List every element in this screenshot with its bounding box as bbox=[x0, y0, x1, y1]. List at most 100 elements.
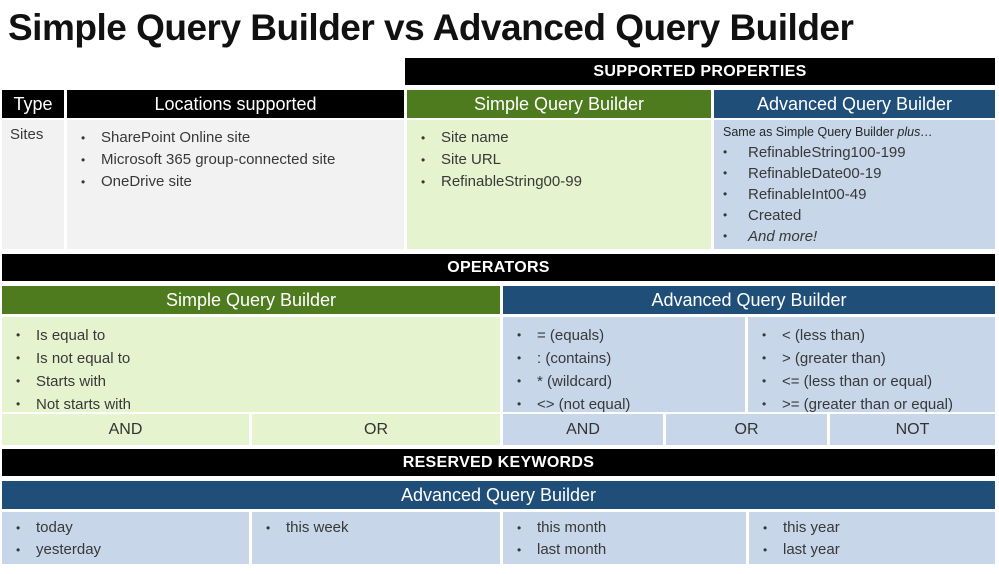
list-item-text: Microsoft 365 group-connected site bbox=[101, 151, 336, 168]
list-item: • SharePoint Online site bbox=[81, 127, 400, 149]
header-type-label: Type bbox=[13, 93, 53, 114]
list-item-text: >= (greater than or equal) bbox=[782, 396, 953, 413]
bullet-icon: • bbox=[723, 208, 728, 222]
list-item-text: Site URL bbox=[441, 151, 502, 168]
cell-keywords-month: • this month • last month bbox=[503, 512, 746, 564]
list-item-text: last year bbox=[783, 541, 840, 558]
list-item: • = (equals) bbox=[517, 324, 741, 347]
bullet-icon: • bbox=[723, 229, 728, 243]
list-item-text: this month bbox=[537, 519, 607, 536]
operators-header-simple: Simple Query Builder bbox=[2, 286, 500, 314]
bullet-icon: • bbox=[517, 374, 522, 388]
supported-properties-content-row: Sites • SharePoint Online site • Microsoft … bbox=[2, 120, 995, 249]
bullet-icon: • bbox=[16, 351, 21, 365]
list-item-text: <= (less than or equal) bbox=[782, 373, 933, 390]
list-item: • Not starts with bbox=[16, 393, 496, 416]
list-item: •today bbox=[16, 517, 245, 539]
list-item: •RefinableInt00-49 bbox=[723, 184, 991, 205]
bullet-icon: • bbox=[762, 397, 767, 411]
bullet-icon: • bbox=[421, 153, 426, 167]
bullet-icon: • bbox=[763, 543, 768, 557]
list-item: •Starts with bbox=[16, 370, 496, 393]
logic-operators-row: AND OR AND OR NOT bbox=[2, 414, 995, 445]
list-item: • Site URL bbox=[421, 149, 707, 171]
bullet-icon: • bbox=[517, 351, 522, 365]
advanced-logic-and: AND bbox=[503, 414, 663, 445]
reserved-keywords-header-advanced: Advanced Query Builder bbox=[2, 481, 995, 509]
bullet-icon: • bbox=[81, 175, 86, 189]
list-item: • Site name bbox=[421, 127, 707, 149]
bullet-icon: • bbox=[517, 397, 522, 411]
list-item-text: > (greater than) bbox=[782, 350, 886, 367]
bullet-icon: • bbox=[16, 543, 21, 557]
list-item: • last month bbox=[517, 539, 742, 561]
list-item: • this month bbox=[517, 517, 742, 539]
bullet-icon: • bbox=[81, 131, 86, 145]
list-item: • RefinableString00-99 bbox=[421, 171, 707, 193]
bullet-icon: • bbox=[517, 543, 522, 557]
list-item-text: Is not equal to bbox=[36, 350, 131, 367]
list-item: • And more! bbox=[723, 226, 991, 247]
list-item: •yesterday bbox=[16, 539, 245, 561]
header-advanced-label: Advanced Query Builder bbox=[756, 93, 953, 114]
list-item-text: Starts with bbox=[36, 373, 107, 390]
list-item: •> (greater than) bbox=[762, 347, 991, 370]
logic-label: AND bbox=[108, 420, 143, 438]
bullet-icon: • bbox=[723, 187, 728, 201]
list-item: •Is equal to bbox=[16, 324, 496, 347]
header-simple-label: Simple Query Builder bbox=[473, 93, 645, 114]
intro-italic: plus… bbox=[897, 125, 933, 139]
reserved-keywords-header-label: Advanced Query Builder bbox=[400, 484, 597, 505]
logic-label: AND bbox=[566, 420, 600, 438]
section-bar-label: RESERVED KEYWORDS bbox=[402, 453, 595, 471]
bullet-icon: • bbox=[16, 397, 21, 411]
operators-simple-label: Simple Query Builder bbox=[165, 289, 337, 310]
header-advanced-query-builder: Advanced Query Builder bbox=[714, 90, 995, 118]
list-item-text: * (wildcard) bbox=[537, 373, 613, 390]
list-item: •<> (not equal) bbox=[517, 393, 741, 416]
reserved-keywords-content-row: •today•yesterday •this week •this month•… bbox=[2, 512, 995, 564]
bullet-icon: • bbox=[16, 328, 21, 342]
simple-logic-and: AND bbox=[2, 414, 249, 445]
list-item: • <= (less than or equal) bbox=[762, 370, 991, 393]
advanced-properties-items: •RefinableString100-199•RefinableDate00-… bbox=[723, 142, 991, 226]
advanced-properties-intro: Same as Simple Query Builder plus… bbox=[723, 124, 991, 141]
list-item-text: < (less than) bbox=[782, 327, 865, 344]
bullet-icon: • bbox=[16, 521, 21, 535]
list-item: •RefinableDate00-19 bbox=[723, 163, 991, 184]
list-item-text: = (equals) bbox=[537, 327, 605, 344]
list-item: • OneDrive site bbox=[81, 171, 400, 193]
operators-content-row: •Is equal to•Is not equal to•Starts with… bbox=[2, 317, 995, 413]
bullet-icon: • bbox=[421, 175, 426, 189]
logic-label: OR bbox=[734, 420, 759, 438]
section-bar-label: SUPPORTED PROPERTIES bbox=[593, 62, 807, 80]
bullet-icon: • bbox=[723, 166, 728, 180]
list-item-text: OneDrive site bbox=[101, 173, 192, 190]
cell-type-sites: Sites bbox=[2, 120, 64, 249]
header-locations-supported: Locations supported bbox=[67, 90, 404, 118]
list-item: • Is not equal to bbox=[16, 347, 496, 370]
list-item-text: last month bbox=[537, 541, 607, 558]
header-type: Type bbox=[2, 90, 64, 118]
cell-simple-properties-list: • Site name • Site URL • RefinableString00-99 bbox=[407, 120, 711, 249]
cell-simple-operators: •Is equal to•Is not equal to•Starts with… bbox=[2, 317, 500, 413]
operators-advanced-label: Advanced Query Builder bbox=[651, 289, 847, 310]
logic-label: NOT bbox=[895, 420, 930, 438]
bullet-icon: • bbox=[517, 521, 522, 535]
bullet-icon: • bbox=[421, 131, 426, 145]
list-item-text: Site name bbox=[441, 129, 509, 146]
bullet-icon: • bbox=[763, 521, 768, 535]
bullet-icon: • bbox=[762, 374, 767, 388]
list-item: •this week bbox=[266, 517, 496, 539]
list-item-text: Not starts with bbox=[36, 396, 132, 413]
list-item: •RefinableString100-199 bbox=[723, 142, 991, 163]
cell-keywords-day: •today•yesterday bbox=[2, 512, 249, 564]
list-item: • * (wildcard) bbox=[517, 370, 741, 393]
list-item-text: RefinableString00-99 bbox=[441, 173, 582, 190]
operators-header-advanced: Advanced Query Builder bbox=[503, 286, 995, 314]
section-bar-reserved-keywords: RESERVED KEYWORDS bbox=[2, 449, 995, 476]
bullet-icon: • bbox=[723, 145, 728, 159]
list-item-text: SharePoint Online site bbox=[101, 129, 251, 146]
list-item-text: Created bbox=[748, 207, 802, 224]
bullet-icon: • bbox=[517, 328, 522, 342]
